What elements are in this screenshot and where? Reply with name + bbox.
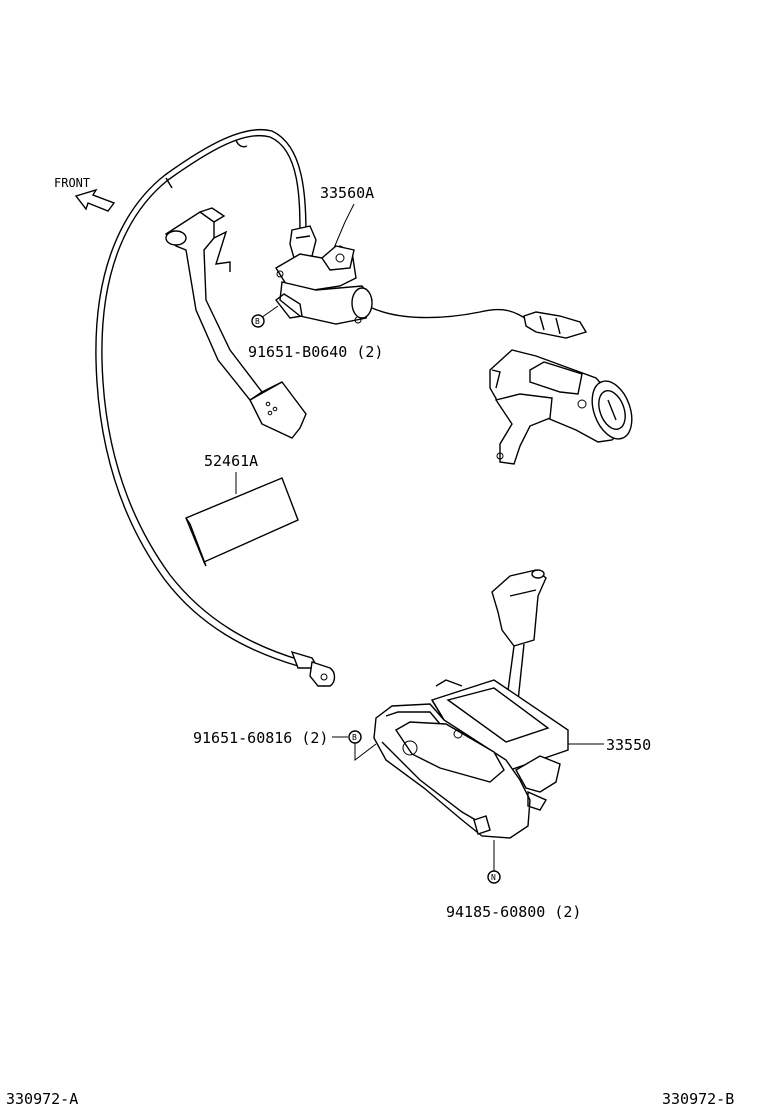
front-label: FRONT: [54, 176, 90, 190]
key-cylinder: [489, 349, 633, 465]
solenoid-assembly: 33560A: [275, 184, 588, 339]
bolt-symbol: [251, 314, 265, 328]
lever-bolt-part-number: 91651-60816 (2): [193, 729, 328, 747]
solenoid-part-number: 33560A: [320, 184, 374, 202]
solenoid-bolt-part-number: 91651-B0640 (2): [248, 343, 383, 361]
front-arrow-icon: [74, 188, 116, 212]
lever-nut-callout: N 94185-60800 (2): [446, 840, 581, 921]
svg-text:N: N: [491, 873, 496, 882]
footer-right-code: 330972-B: [662, 1090, 734, 1108]
brake-pedal: [164, 207, 307, 439]
bolt-symbol: [348, 730, 362, 744]
lever-bolt-callout: B 91651-60816 (2): [193, 729, 377, 762]
svg-text:B: B: [352, 733, 357, 742]
shift-lever-assembly: 33550: [373, 569, 651, 839]
shift-lever-part-number: 33550: [606, 736, 651, 754]
solenoid-bolt-callout: B 91651-B0640 (2): [248, 305, 383, 361]
svg-text:B: B: [255, 317, 260, 326]
footer-left-code: 330972-A: [6, 1090, 78, 1108]
front-indicator: FRONT: [54, 176, 116, 212]
nut-symbol: [487, 870, 501, 884]
lever-nut-part-number: 94185-60800 (2): [446, 903, 581, 921]
shift-lock-cable: [95, 128, 336, 687]
label-sheet-part-number: 52461A: [204, 452, 258, 470]
label-sheet: 52461A: [185, 452, 299, 567]
